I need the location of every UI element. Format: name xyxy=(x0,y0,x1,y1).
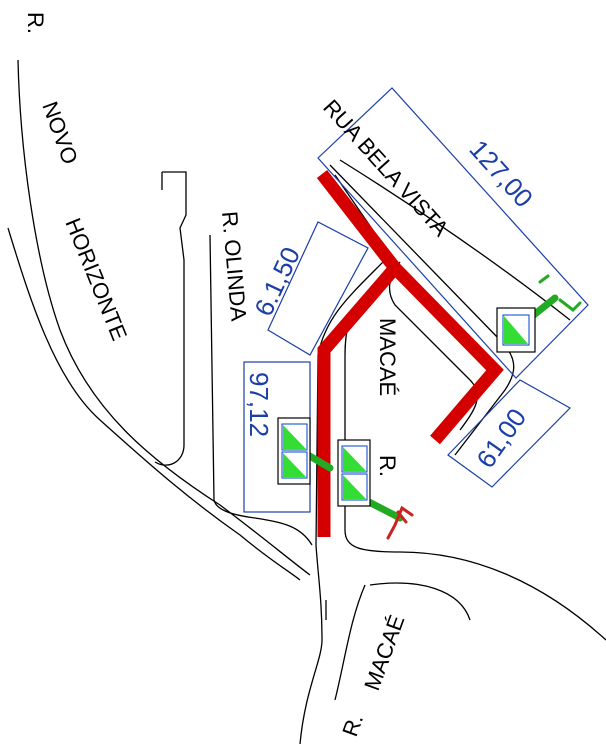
dimension-box-127 xyxy=(317,87,589,379)
fitting-top-right xyxy=(538,274,582,312)
main-pipe xyxy=(316,170,504,537)
meter-box-left xyxy=(277,417,311,485)
dimension-label-127: 127,00 xyxy=(464,134,540,213)
street-label-rua-bela-vista: RUA BELA VISTA xyxy=(318,95,454,242)
road-edge-macae-bottom xyxy=(334,582,471,701)
street-label-macae-top: MACAÉ xyxy=(375,318,400,396)
street-label-novo: NOVO xyxy=(37,98,83,167)
street-label-r-olinda: R. OLINDA xyxy=(217,210,252,322)
street-label-r-novo: R. xyxy=(23,12,48,34)
road-edge-novo-horizonte-outer xyxy=(17,59,311,576)
road-outlines xyxy=(7,59,606,744)
dimension-box-61-00 xyxy=(447,379,571,488)
meter-box-top-right xyxy=(496,307,536,353)
road-edge-macae-right xyxy=(344,299,606,641)
road-edge-top-right xyxy=(339,159,571,321)
street-label-r-macae-bottom: R. xyxy=(337,710,368,739)
street-label-r-macae-top: R. xyxy=(375,455,400,477)
dimension-label-97-12: 97,12 xyxy=(244,372,274,437)
road-edge-macae-left xyxy=(299,174,391,744)
pipe-bela-vista xyxy=(316,170,504,445)
service-right-lower xyxy=(361,496,404,522)
meter-box-right xyxy=(337,439,371,507)
road-edge-novo-horizonte-inner xyxy=(7,227,301,581)
dimension-label-61-00: 61,00 xyxy=(470,403,532,474)
street-label-horizonte: HORIZONTE xyxy=(60,215,132,344)
dimension-label-61-50: 6.1,50 xyxy=(248,242,306,320)
road-edge-olinda-right xyxy=(161,172,313,546)
fitting-bottom xyxy=(386,505,414,540)
fittings xyxy=(386,274,582,540)
street-label-macae-bottom: MACAÉ xyxy=(359,612,409,694)
pipe-macae xyxy=(317,263,400,537)
dimension-box-61-50 xyxy=(267,221,369,356)
road-edge-olinda-left xyxy=(154,171,187,466)
